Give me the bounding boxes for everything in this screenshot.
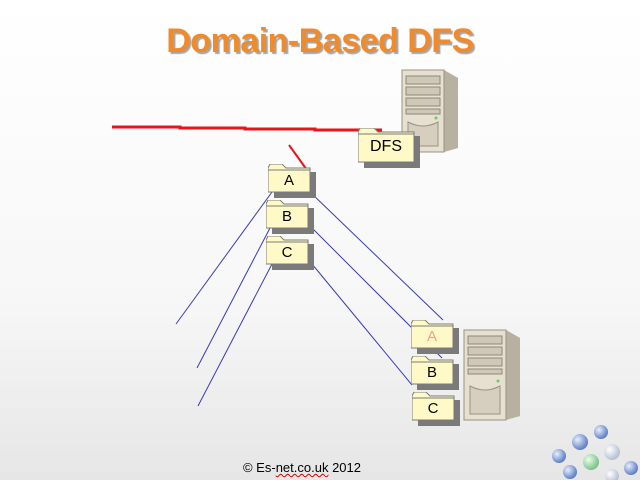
target-folder-a-label: A	[426, 328, 437, 345]
dfs-server-icon	[401, 69, 458, 153]
footer-suffix: 2012	[328, 460, 361, 475]
target-server-icon	[463, 329, 520, 421]
root-folder-c-label: C	[281, 244, 293, 261]
dot	[594, 425, 608, 439]
target-folder-b-label: B	[426, 364, 437, 381]
target-folder-b: B	[411, 356, 459, 390]
link-a-left	[175, 191, 273, 325]
folder-icon	[358, 128, 420, 168]
domain-red-line	[112, 125, 382, 132]
folder-icon	[266, 200, 314, 234]
root-folder-a-label: A	[283, 172, 294, 189]
dot	[604, 444, 620, 460]
link-c-left	[197, 263, 273, 407]
target-folder-c-label: C	[427, 400, 439, 417]
footer-prefix: © Es-	[242, 460, 276, 475]
footer-link: net.co.uk	[275, 460, 329, 475]
dot	[572, 434, 588, 450]
dot	[605, 469, 619, 480]
root-folder-b: B	[266, 200, 314, 234]
dfs-root-label: DFS	[370, 138, 402, 155]
root-folder-a: A	[268, 164, 316, 198]
folder-icon	[268, 164, 316, 198]
dot	[624, 461, 638, 475]
link-b-left	[196, 227, 271, 369]
target-folder-a: A	[411, 320, 459, 354]
root-folder-b-label: B	[281, 208, 292, 225]
link-a-target	[309, 191, 444, 321]
dot	[563, 465, 577, 479]
link-c-target	[311, 263, 413, 386]
footer-copyright: © Es-net.co.uk 2012	[0, 460, 604, 475]
target-folder-c: C	[412, 392, 460, 426]
dot	[552, 449, 566, 463]
red-link-to-folder-a	[288, 144, 308, 171]
folder-icon	[412, 392, 460, 426]
dot	[583, 454, 599, 470]
folder-icon	[411, 320, 459, 354]
root-folder-c: C	[266, 236, 314, 270]
slide-title: Domain-Based DFS	[166, 22, 474, 60]
folder-icon	[411, 356, 459, 390]
dfs-root-folder: DFS	[358, 128, 420, 168]
folder-icon	[266, 236, 314, 270]
